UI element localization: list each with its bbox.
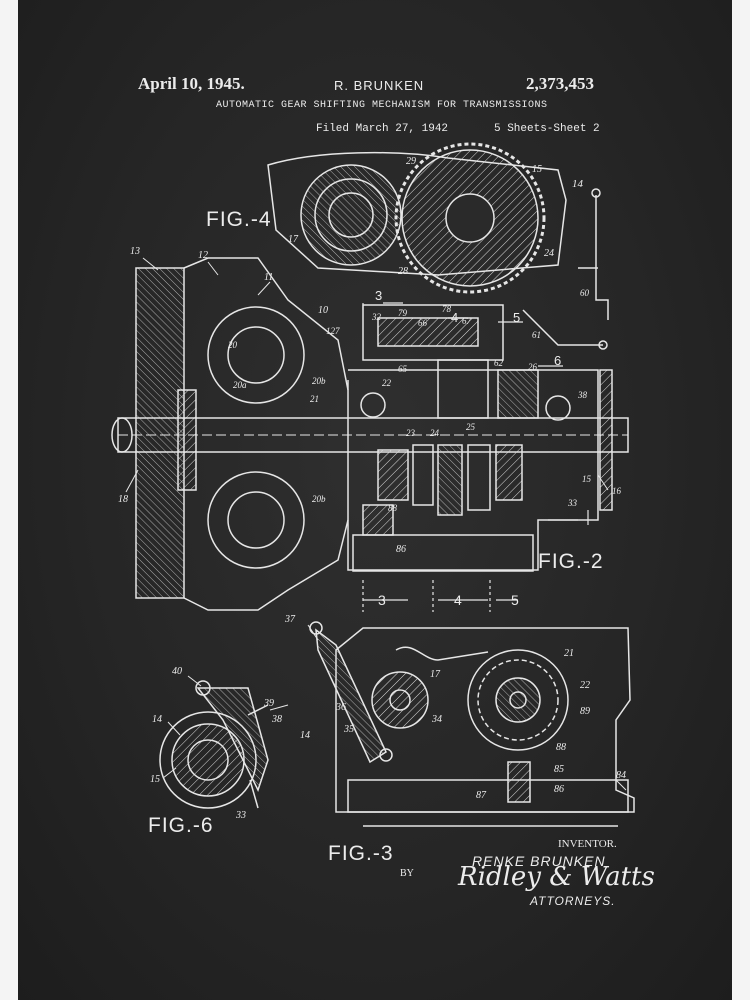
fig6-label: FIG.-6 — [148, 814, 214, 837]
ref-number: 34 — [432, 714, 442, 725]
ref-number: 24 — [544, 248, 554, 259]
ref-number: 14 — [300, 730, 310, 741]
ref-number: 36 — [336, 702, 346, 713]
leader-lines — [125, 257, 627, 791]
ref-number: 66 — [418, 318, 427, 328]
section-mark-4-bottom: 4 — [454, 592, 462, 608]
ref-number: 18 — [118, 494, 128, 505]
fig2-transmission — [111, 257, 629, 611]
section-mark-5-bottom: 5 — [511, 592, 519, 608]
attorneys-label: ATTORNEYS. — [530, 894, 616, 908]
section-mark-3-top: 3 — [375, 288, 383, 303]
ref-number: 21 — [564, 648, 574, 659]
patent-title: AUTOMATIC GEAR SHIFTING MECHANISM FOR TR… — [216, 100, 548, 111]
ref-number: 16 — [612, 486, 621, 496]
ref-number: 78 — [442, 304, 451, 314]
fig4-label: FIG.-4 — [206, 208, 272, 231]
ref-number: 22 — [382, 378, 391, 388]
section-mark-4-top: 4 — [451, 310, 459, 325]
inventor-full-name: RENKE BRUNKEN — [472, 853, 606, 869]
by-label: BY — [400, 868, 414, 879]
ref-number: 38 — [272, 714, 282, 725]
ref-number: 12 — [198, 250, 208, 261]
ref-number: 32 — [372, 312, 381, 322]
fig3-housing — [309, 621, 635, 827]
ref-number: 13 — [130, 246, 140, 257]
patent-sheet: April 10, 1945. R. BRUNKEN 2,373,453 AUT… — [18, 0, 732, 1000]
ref-number: 28 — [398, 266, 408, 277]
ref-number: 17 — [288, 234, 298, 245]
ref-number: 127 — [326, 326, 340, 336]
fig6-collar — [159, 680, 269, 809]
ref-number: 20b — [312, 494, 326, 504]
ref-number: 87 — [476, 790, 486, 801]
ref-number: 15 — [532, 164, 542, 175]
ref-number: 20b — [312, 376, 326, 386]
patent-date: April 10, 1945. — [138, 74, 245, 93]
ref-number: 60 — [580, 288, 589, 298]
ref-number: 22 — [580, 680, 590, 691]
ref-number: 35 — [344, 724, 354, 735]
ref-number: 20a — [233, 380, 247, 390]
ref-number: 88 — [556, 742, 566, 753]
ref-number: 24 — [430, 428, 439, 438]
ref-number: 33 — [568, 498, 577, 508]
section-mark-3-bottom: 3 — [378, 592, 386, 608]
section-mark-5-top: 5 — [513, 310, 521, 325]
ref-number: 33 — [236, 810, 246, 821]
section-lines — [362, 302, 589, 612]
patent-drawing — [111, 142, 635, 827]
sheet-count: 5 Sheets-Sheet 2 — [494, 123, 600, 135]
ref-number: 10 — [318, 305, 328, 316]
ref-number: 15 — [150, 774, 160, 785]
ref-number: 79 — [398, 308, 407, 318]
ref-number: 29 — [406, 156, 416, 167]
attorney-signature: Ridley & Watts — [458, 862, 655, 892]
ref-number: 11 — [264, 272, 274, 283]
ref-number: 15 — [582, 474, 591, 484]
ref-number: 40 — [172, 666, 182, 677]
ref-number: 37 — [285, 614, 295, 625]
ref-number: 39 — [264, 698, 274, 709]
ref-number: 61 — [532, 330, 541, 340]
fig2-label: FIG.-2 — [538, 550, 604, 573]
ref-number: 26 — [528, 362, 537, 372]
fig3-label: FIG.-3 — [328, 842, 394, 865]
ref-number: 89 — [580, 706, 590, 717]
filed-date: Filed March 27, 1942 — [316, 123, 449, 135]
ref-number: 88 — [388, 503, 397, 513]
section-mark-6-top: 6 — [554, 353, 562, 368]
ref-number: 38 — [578, 390, 587, 400]
ref-number: 14 — [152, 714, 162, 725]
ref-number: 65 — [398, 364, 407, 374]
ref-number: 85 — [554, 764, 564, 775]
ref-number: 86 — [396, 544, 406, 555]
ref-number: 62 — [494, 358, 503, 368]
ref-number: 20 — [228, 340, 237, 350]
ref-number: 67 — [462, 316, 471, 326]
ref-number: 14 — [572, 178, 583, 190]
fig4-gears — [267, 142, 609, 320]
inventor-label: INVENTOR. — [558, 838, 617, 850]
ref-number: 86 — [554, 784, 564, 795]
ref-number: 17 — [430, 669, 440, 680]
patent-number: 2,373,453 — [526, 74, 594, 93]
ref-number: 84 — [616, 770, 626, 781]
ref-number: 21 — [310, 394, 319, 404]
ref-number: 25 — [466, 422, 475, 432]
inventor-short: R. BRUNKEN — [334, 78, 425, 93]
ref-number: 23 — [406, 428, 415, 438]
